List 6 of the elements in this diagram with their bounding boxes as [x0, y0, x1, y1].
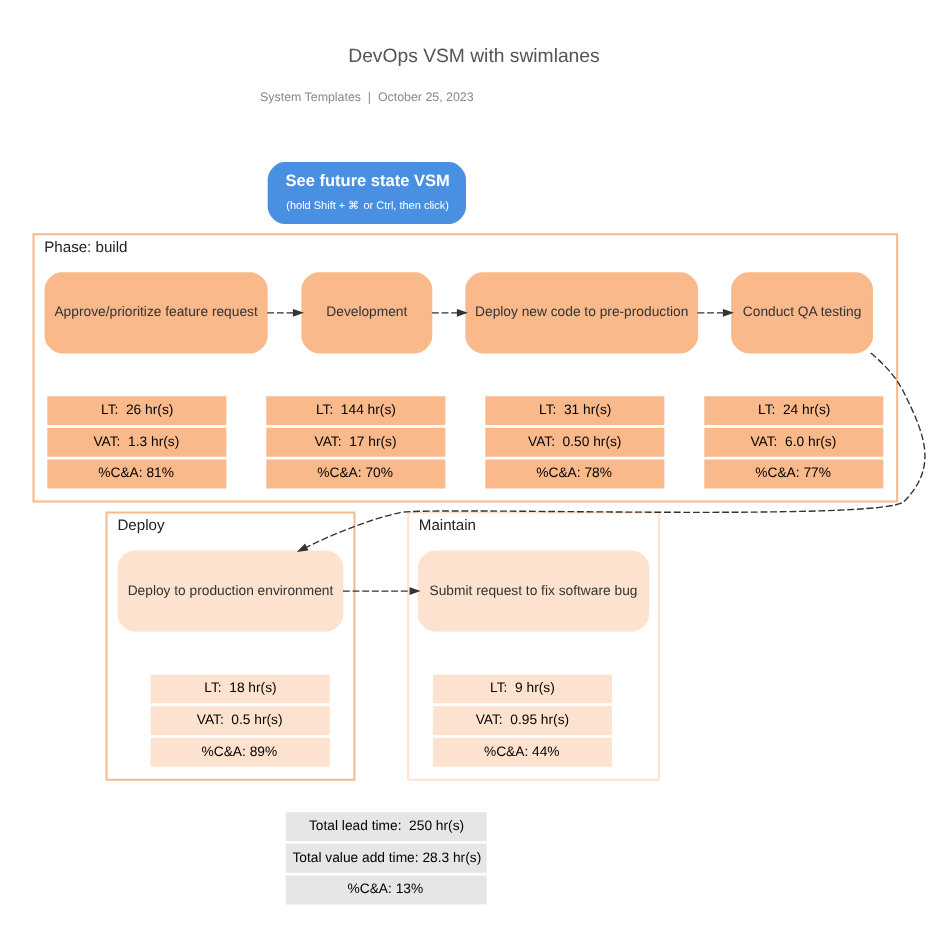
- arrow: [296, 352, 926, 552]
- arrow: [696, 309, 734, 317]
- arrow: [266, 309, 304, 317]
- diagram-title: DevOps VSM with swimlanes: [348, 46, 600, 69]
- arrow: [342, 587, 421, 595]
- arrow: [431, 309, 468, 317]
